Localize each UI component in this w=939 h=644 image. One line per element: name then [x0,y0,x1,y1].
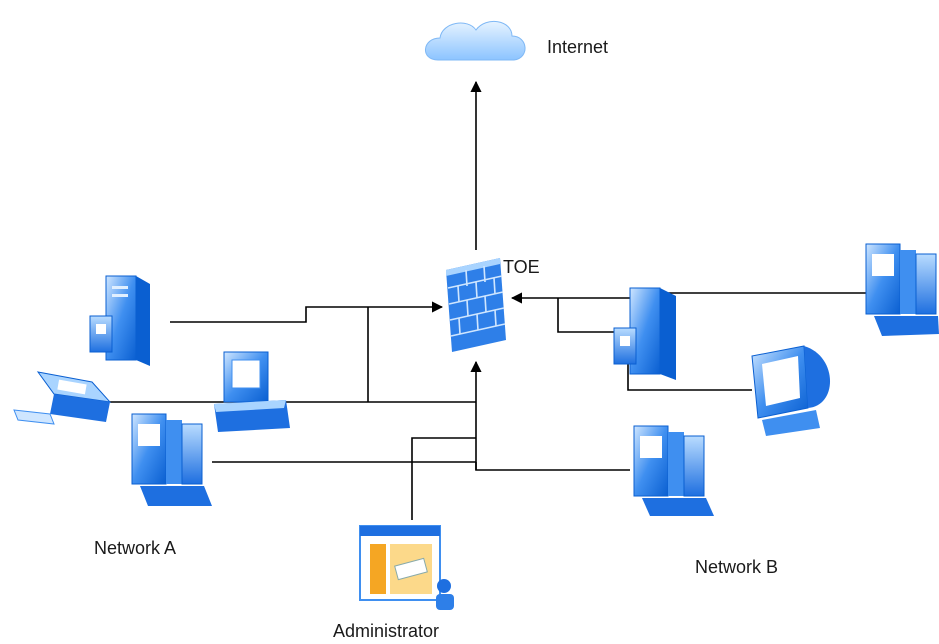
firewall-icon [446,258,506,352]
server-icon [89,275,150,366]
link-workstation-b2 [475,462,630,471]
link-server-b [557,298,620,333]
link-monitor-b [627,360,752,391]
network-a-label: Network A [94,538,177,558]
admin-console-icon [359,525,454,610]
workstation-icon [633,425,714,516]
network-b-label: Network B [695,557,779,577]
printer-icon [13,371,112,425]
link-admin [411,437,476,520]
cloud-icon [425,21,526,61]
monitor-icon [751,345,831,436]
server-icon [613,287,676,380]
link-server-a [170,301,444,323]
administrator-label: Administrator [333,621,440,641]
workstation-icon [865,243,939,336]
toe-label: TOE [503,257,540,277]
workstation-icon [131,413,212,506]
internet-label: Internet [547,37,609,57]
monitor-icon [214,351,290,432]
